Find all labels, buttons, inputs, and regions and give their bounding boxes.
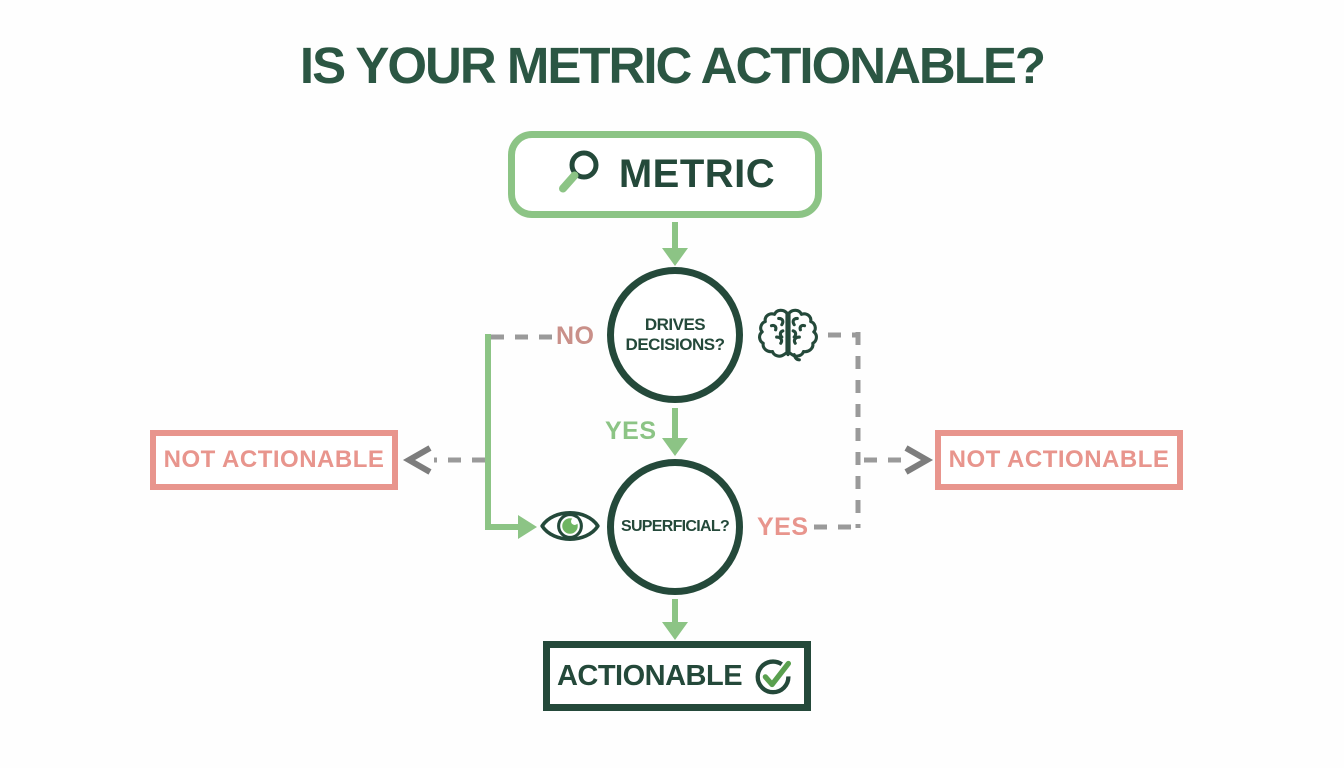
page-title: IS YOUR METRIC ACTIONABLE? [299, 37, 1046, 94]
actionable-label: ACTIONABLE [556, 659, 743, 692]
metric-label: METRIC [618, 152, 776, 196]
magnifier-icon [555, 148, 603, 201]
edge-green-elbow [485, 334, 537, 539]
edge-to-actionable [662, 599, 688, 640]
edge-metric-to-drives [662, 222, 688, 266]
drives-decisions-label: DRIVES DECISIONS? [625, 314, 725, 354]
edge-right-dashed-elbow [814, 332, 861, 530]
edge-label-yes-right: YES [757, 513, 809, 541]
check-circle-icon [751, 651, 797, 702]
not-actionable-right-label: NOT ACTIONABLE [948, 446, 1170, 473]
eye-icon [539, 503, 601, 554]
metric-node: METRIC [508, 131, 822, 218]
edge-right-not-actionable [864, 445, 934, 475]
brain-icon [757, 303, 819, 372]
drives-decisions-node: DRIVES DECISIONS? [607, 267, 743, 403]
edge-label-yes-down: YES [605, 417, 657, 445]
not-actionable-right-node: NOT ACTIONABLE [935, 430, 1183, 490]
not-actionable-left-node: NOT ACTIONABLE [150, 430, 398, 490]
superficial-label: SUPERFICIAL? [620, 517, 730, 535]
edge-left-not-actionable [402, 445, 485, 475]
superficial-node: SUPERFICIAL? [607, 459, 743, 595]
not-actionable-left-label: NOT ACTIONABLE [163, 446, 385, 473]
edge-label-no: NO [556, 322, 595, 350]
edge-yes-down [662, 408, 688, 456]
actionable-node: ACTIONABLE [543, 641, 811, 711]
